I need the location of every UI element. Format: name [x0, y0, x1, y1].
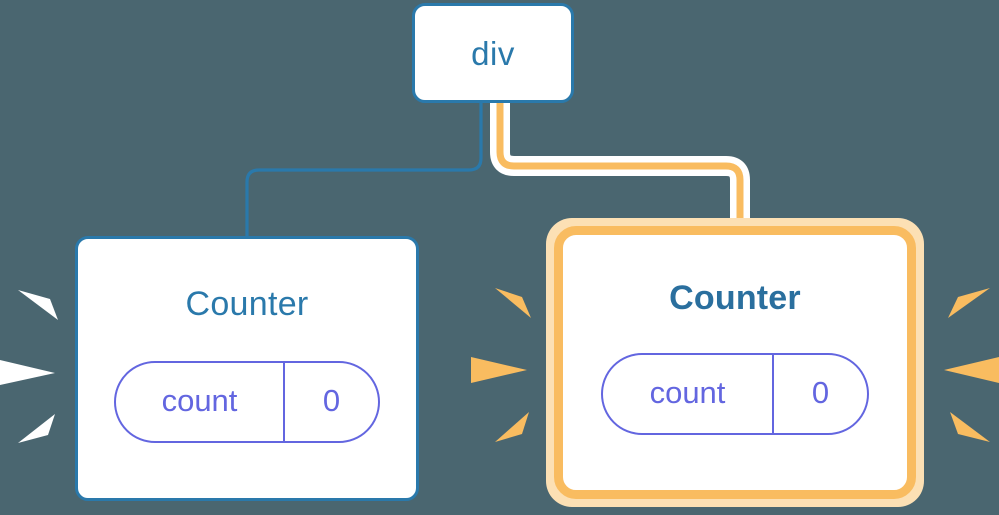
- node-counter-left-title: Counter: [185, 285, 309, 323]
- node-div-title: div: [471, 34, 515, 72]
- state-key-right: count: [649, 375, 726, 410]
- state-pill-right[interactable]: count 0: [601, 353, 869, 435]
- node-div[interactable]: div: [412, 3, 574, 103]
- node-counter-right-highlight[interactable]: Counter count 0: [546, 218, 924, 507]
- node-counter-right-title: Counter: [669, 279, 801, 317]
- state-value-right: 0: [772, 355, 867, 433]
- burst-rays-amber-right-icon: [944, 288, 999, 442]
- node-counter-left[interactable]: Counter count 0: [75, 236, 419, 501]
- state-value-left: 0: [283, 363, 378, 441]
- edge-div-to-counter-left: [245, 101, 483, 238]
- state-key-left: count: [161, 383, 238, 418]
- burst-rays-amber-icon: [471, 288, 531, 442]
- state-pill-left[interactable]: count 0: [114, 361, 380, 443]
- node-counter-right[interactable]: Counter count 0: [554, 226, 916, 499]
- burst-rays-white-icon: [0, 290, 58, 443]
